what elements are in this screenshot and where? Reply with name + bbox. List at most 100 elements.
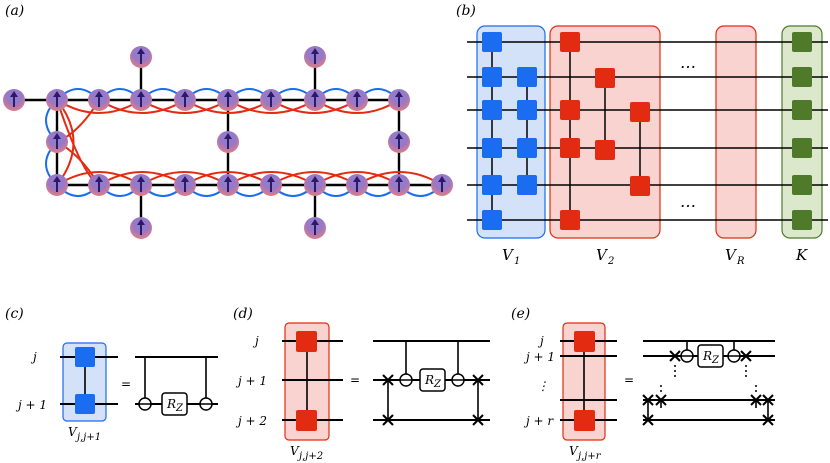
gate-square <box>574 410 595 431</box>
label-v2: V <box>596 246 609 264</box>
v1-gate <box>482 100 502 120</box>
rz-label: R <box>424 373 434 387</box>
spin-node <box>388 89 410 111</box>
row-label-j-plus-1: j + 1 <box>15 398 47 412</box>
caption-sub: j,j+2 <box>297 451 323 462</box>
label-v1: V <box>502 246 515 264</box>
caption-sub: j,j+r <box>576 451 602 462</box>
label-v2-sub: 2 <box>607 256 614 267</box>
row-label-j-plus-2: j + 2 <box>235 414 267 428</box>
equals-sign: = <box>121 377 131 391</box>
row-label-j: j <box>30 350 37 364</box>
caption: V <box>68 425 78 439</box>
v1-gate <box>482 67 502 87</box>
gate-square <box>75 394 95 414</box>
spin-node <box>130 46 152 68</box>
v2-gate <box>630 176 650 196</box>
v2-gate <box>560 138 580 158</box>
k-gate <box>792 67 812 87</box>
swap-cross <box>750 394 762 406</box>
spin-node <box>217 131 239 153</box>
cnot-target <box>451 373 465 387</box>
row-label-j: j <box>537 334 544 348</box>
label-k: K <box>795 246 808 264</box>
v2-gate <box>630 102 650 122</box>
swap-cross <box>472 414 484 426</box>
spin-nodes <box>3 46 453 239</box>
k-gate <box>792 32 812 52</box>
label-vr: V <box>725 246 738 264</box>
panel-a-lattice <box>3 46 453 239</box>
spin-node <box>346 89 368 111</box>
k-gate <box>792 210 812 230</box>
rz-sub: Z <box>433 379 442 390</box>
vr-block <box>715 25 757 239</box>
v1-gate <box>482 32 502 52</box>
cnot-target <box>199 397 213 411</box>
panel-label-b: (b) <box>456 3 476 19</box>
rz-sub: Z <box>175 403 184 414</box>
spin-node <box>174 174 196 196</box>
panel-e-gate-identity: j j + 1 ⋮ j + r = <box>523 322 775 462</box>
label-vr-sub: R <box>736 256 745 267</box>
gate-square <box>296 410 317 431</box>
v1-gate <box>517 67 537 87</box>
rz-gate <box>697 344 724 368</box>
k-gate <box>792 138 812 158</box>
caption-sub: j,j+1 <box>75 432 101 443</box>
panel-b-circuit: … … V 1 V 2 V R K <box>467 25 828 267</box>
swap-cross <box>642 414 654 426</box>
swap-cross <box>472 374 484 386</box>
swap-cross <box>655 394 667 406</box>
spin-node <box>46 89 68 111</box>
spin-node <box>88 174 110 196</box>
rz-label: R <box>166 397 176 411</box>
swap-cross <box>642 394 654 406</box>
panel-d-gate-identity: j j + 1 j + 2 = R Z V j,j+2 <box>235 322 490 462</box>
v1-block <box>476 25 546 239</box>
rz-gate <box>419 368 446 392</box>
equals-sign: = <box>624 373 634 387</box>
swap-cross <box>669 350 681 362</box>
k-gate <box>792 100 812 120</box>
rz-sub: Z <box>711 355 720 366</box>
row-label-j-plus-1: j + 1 <box>523 350 555 364</box>
v2-gate <box>595 140 615 160</box>
cnot-target <box>138 397 152 411</box>
panel-label-e: (e) <box>511 306 530 322</box>
spin-node <box>46 131 68 153</box>
label-v1-sub: 1 <box>514 256 520 267</box>
row-label-j-plus-r: j + r <box>523 414 554 428</box>
spin-node <box>346 174 368 196</box>
swap-cross <box>382 414 394 426</box>
swap-cross <box>762 394 774 406</box>
cnot-target <box>727 349 741 363</box>
v2-gate <box>595 68 615 88</box>
v2-gate <box>560 100 580 120</box>
gate-square <box>574 331 595 352</box>
v1-gate <box>517 100 537 120</box>
ellipsis-top: … <box>680 53 696 72</box>
spin-node <box>217 89 239 111</box>
swap-cross <box>382 374 394 386</box>
panel-label-d: (d) <box>233 306 253 322</box>
gate-square <box>75 347 95 367</box>
spin-node <box>388 131 410 153</box>
swap-cross <box>740 350 752 362</box>
spin-node <box>260 174 282 196</box>
gate-square <box>296 331 317 352</box>
spin-node <box>217 174 239 196</box>
spin-node <box>304 217 326 239</box>
caption: V <box>569 444 579 458</box>
v2-gate <box>560 32 580 52</box>
ellipsis-bottom: … <box>680 192 696 211</box>
spin-node <box>304 89 326 111</box>
v1-gate <box>517 175 537 195</box>
gates <box>482 32 812 230</box>
caption: V <box>290 444 300 458</box>
panel-c-gate-identity: j j + 1 = R Z V j,j+1 <box>15 342 218 443</box>
spin-node <box>431 174 453 196</box>
row-label-j: j <box>252 334 259 348</box>
row-label-j-plus-1: j + 1 <box>235 374 267 388</box>
